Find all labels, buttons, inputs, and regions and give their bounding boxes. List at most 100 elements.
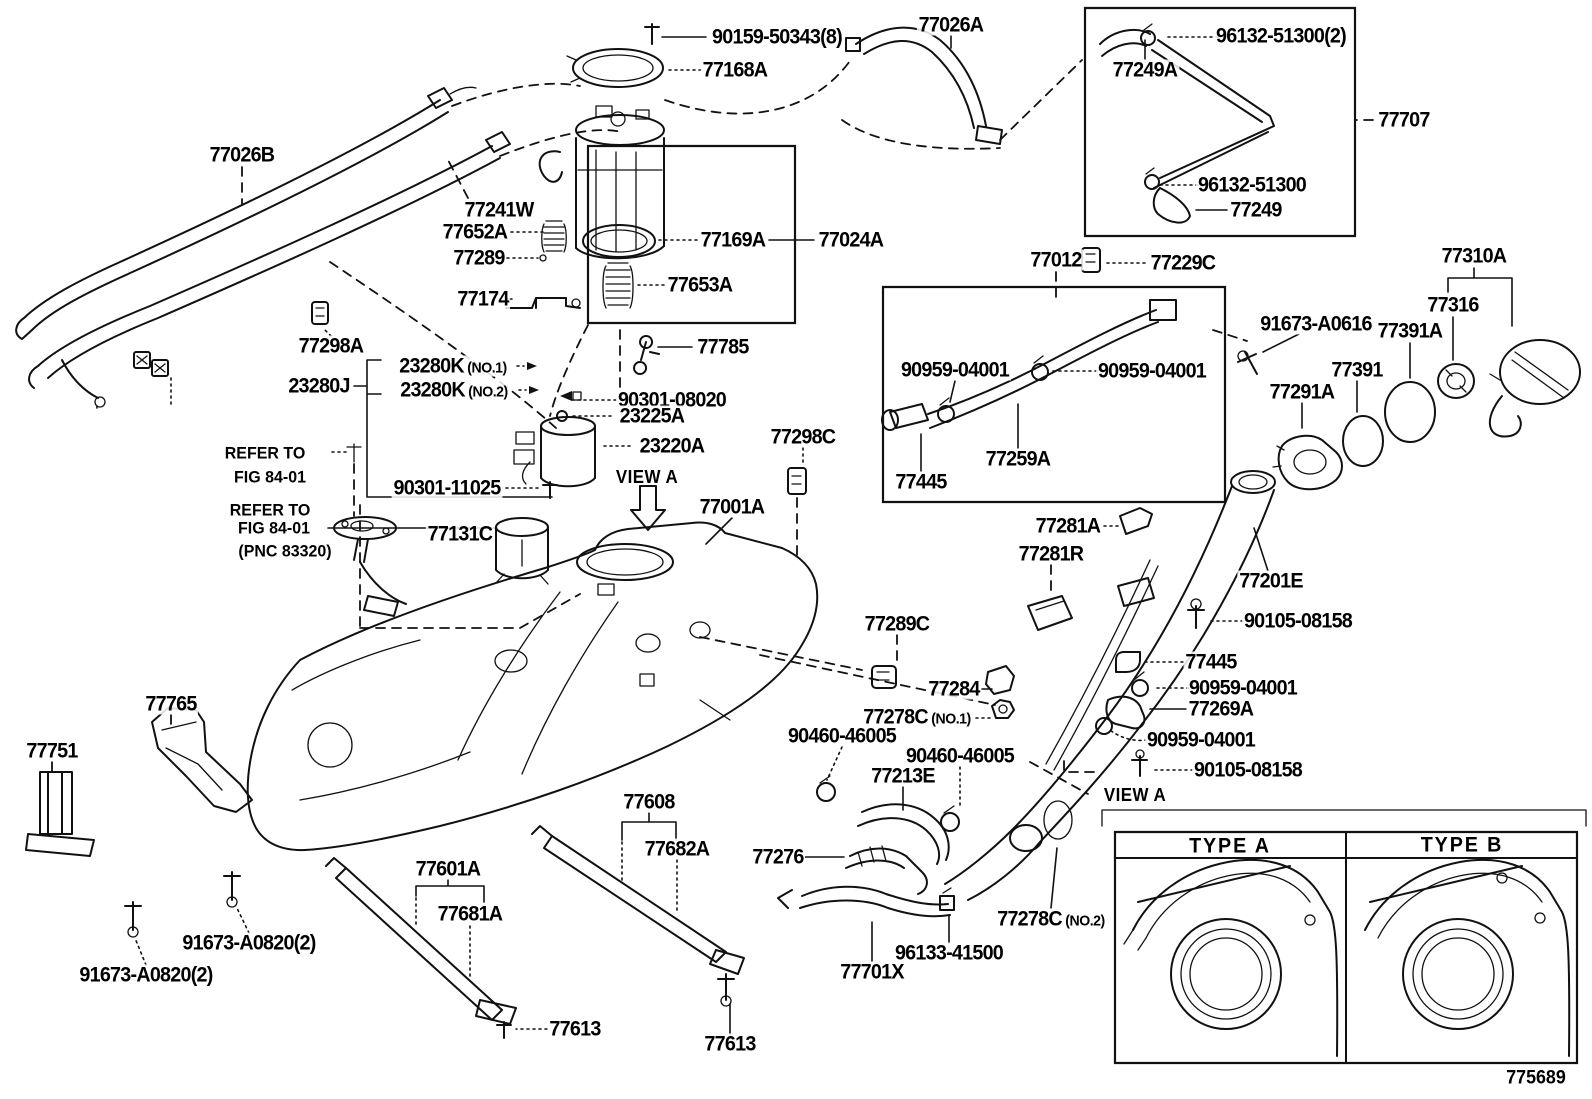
part-label-77131c: 77131C	[425, 523, 495, 545]
part-label-view-a-right: VIEW A	[1102, 786, 1168, 804]
part-label-77652a: 77652A	[440, 220, 510, 244]
part-number-text: 96132-51300(2)	[1216, 24, 1347, 48]
part-number-text: 77445	[1185, 650, 1237, 674]
construction-lines	[330, 58, 1247, 794]
part-label-77751: 77751	[24, 740, 80, 762]
part-number-text: 77249	[1230, 198, 1282, 222]
part-label-77229c: 77229C	[1148, 251, 1218, 275]
part-number-text: (PNC 83320)	[238, 541, 332, 561]
part-label-77681a: 77681A	[435, 902, 505, 926]
part-number-text: 90959-04001	[1097, 359, 1207, 383]
part-number-text: 77682A	[644, 837, 710, 861]
fuel-tube-77026b	[16, 87, 510, 407]
part-number-text: 77259A	[985, 447, 1051, 471]
part-label-note-refer2-line3: (PNC 83320)	[236, 541, 334, 561]
view-a-arrow	[631, 486, 665, 530]
part-number-text: 77024A	[818, 228, 884, 252]
part-label-77310a: 77310A	[1439, 244, 1509, 268]
part-number-text: 77310A	[1441, 244, 1507, 268]
part-number-text: 96132-51300	[1197, 173, 1307, 197]
part-number-text: 90105-08158	[1193, 758, 1303, 782]
part-label-90301-11025: 90301-11025	[391, 476, 503, 500]
part-label-77391a: 77391A	[1375, 320, 1445, 342]
part-number-text: 77765	[145, 692, 197, 716]
part-number-text: 77229C	[1150, 251, 1216, 275]
part-label-90959-04001-a: 90959-04001	[899, 359, 1011, 381]
part-number-text: 77652A	[442, 220, 508, 244]
part-label-type-b: TYPE B	[1419, 835, 1505, 856]
part-label-figure-code: 775689	[1504, 1068, 1568, 1088]
part-label-90460-46005-b: 90460-46005	[904, 745, 1016, 767]
part-number-text: 23280K	[400, 378, 465, 402]
part-number-text: TYPE A	[1189, 834, 1271, 858]
part-number-text: VIEW A	[615, 467, 679, 487]
part-label-view-a-center: VIEW A	[614, 468, 680, 486]
part-number-suffix: (NO.1)	[927, 710, 971, 728]
part-label-type-a: TYPE A	[1187, 836, 1273, 857]
part-label-91673-a0820-2-a: 91673-A0820(2)	[180, 931, 318, 955]
part-number-text: 77001A	[699, 495, 765, 519]
part-number-text: 91673-A0820(2)	[182, 931, 316, 955]
part-label-77012: 77012	[1028, 249, 1084, 271]
part-number-text: 90159-50343(8)	[712, 25, 843, 49]
part-number-text: 23225A	[619, 404, 685, 428]
part-number-text: 77281A	[1035, 514, 1101, 538]
part-label-77316: 77316	[1425, 294, 1481, 316]
part-number-text: 77613	[704, 1032, 756, 1056]
breather-hoses-77707	[1100, 24, 1274, 223]
part-number-text: 77601A	[415, 857, 481, 881]
part-number-suffix: (NO.2)	[464, 383, 508, 401]
detail-boxes	[588, 8, 1586, 1063]
part-label-77291a: 77291A	[1267, 381, 1337, 403]
part-label-77168a: 77168A	[700, 58, 770, 82]
part-label-90159-50343-8: 90159-50343(8)	[710, 25, 844, 49]
part-number-text: 77701X	[840, 960, 904, 984]
part-number-text: 77681A	[437, 902, 503, 926]
part-label-note-refer1-line1: REFER TO	[222, 443, 308, 463]
part-label-77169a: 77169A	[698, 229, 768, 251]
part-label-77269a: 77269A	[1186, 697, 1256, 721]
part-number-text: 77168A	[702, 58, 768, 82]
part-number-text: 90301-11025	[393, 476, 502, 500]
part-number-text: 77201E	[1239, 569, 1303, 593]
part-number-text: REFER TO	[224, 443, 306, 463]
part-number-text: 77298C	[770, 425, 836, 449]
part-label-77024a: 77024A	[816, 228, 886, 252]
bottom-hoses	[778, 468, 1014, 916]
part-label-77284: 77284	[926, 678, 982, 700]
part-label-23280k-no1: 23280K (NO.1)	[397, 354, 509, 378]
part-number-text: 90105-08158	[1243, 609, 1353, 633]
hose-77026a	[846, 28, 1002, 144]
part-label-77278c-no2: 77278C (NO.2)	[995, 908, 1107, 930]
part-label-77391: 77391	[1329, 359, 1385, 381]
part-label-77298c: 77298C	[768, 425, 838, 449]
part-number-suffix: (NO.2)	[1061, 912, 1105, 930]
part-number-text: 23280J	[288, 374, 350, 398]
part-label-77281a: 77281A	[1033, 514, 1103, 538]
tank-bands	[326, 826, 744, 1038]
part-label-23280k-no2: 23280K (NO.2)	[398, 378, 510, 402]
part-number-text: 90959-04001	[1188, 676, 1298, 700]
part-number-text: 77289C	[864, 612, 930, 636]
part-label-77174: 77174	[455, 288, 511, 310]
part-number-text: 77241W	[464, 198, 534, 222]
fuel-filter-assembly	[347, 362, 595, 498]
part-number-text: 77278C	[863, 705, 928, 729]
part-number-text: 77213E	[871, 764, 935, 788]
part-label-77707: 77707	[1376, 109, 1432, 131]
part-number-text: 23220A	[639, 434, 705, 458]
part-label-90460-46005-a: 90460-46005	[786, 725, 898, 747]
part-number-text: FIG 84-01	[238, 518, 310, 538]
part-number-text: 77269A	[1188, 697, 1254, 721]
part-label-77445-b: 77445	[1183, 650, 1239, 674]
part-number-text: 77249A	[1112, 58, 1178, 82]
part-number-text: 23280K	[399, 354, 464, 378]
part-label-77241w: 77241W	[462, 198, 536, 222]
part-label-77682a: 77682A	[642, 837, 712, 861]
part-number-text: 77281R	[1018, 542, 1084, 566]
part-label-77249a: 77249A	[1110, 58, 1180, 82]
part-number-text: REFER TO	[229, 500, 311, 520]
part-label-77445-a: 77445	[893, 471, 949, 493]
part-label-90959-04001-d: 90959-04001	[1145, 729, 1257, 751]
